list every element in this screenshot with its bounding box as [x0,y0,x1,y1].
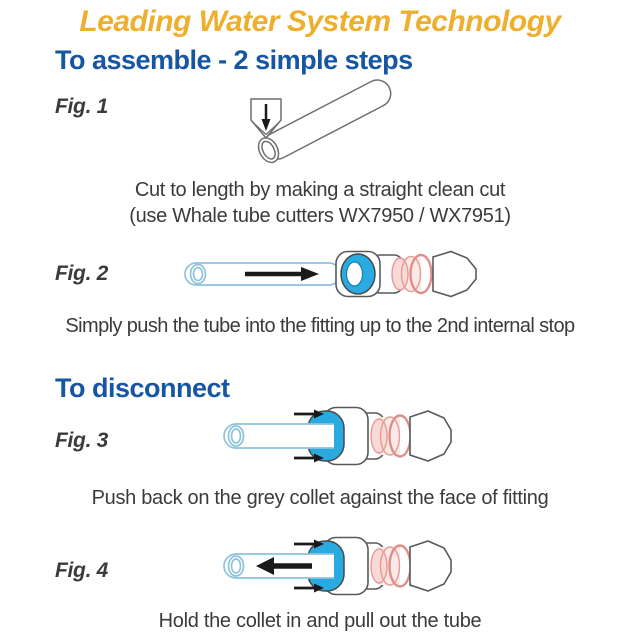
section-heading-disconnect: To disconnect [55,373,230,403]
section-heading-assemble: To assemble - 2 simple steps [55,45,413,75]
pull-tube-arrow-icon [256,557,312,575]
push-collet-arrows-icon [294,409,324,463]
fig3-caption: Push back on the grey collet against the… [91,487,549,509]
seal-rings-graphic [370,414,412,458]
fig1-label: Fig. 1 [55,95,109,118]
push-arrow-right-icon [245,267,319,281]
cutter-blade-icon [250,98,282,140]
push-collet-arrows-icon [294,539,324,593]
fig1-caption-line2: (use Whale tube cutters WX7950 / WX7951) [129,205,511,227]
seal-rings-graphic [391,253,433,295]
hex-nut-graphic [432,250,477,298]
fig2-illustration [184,250,477,298]
fig1-illustration [250,79,392,164]
fig4-label: Fig. 4 [55,559,109,582]
page-title: Leading Water System Technology [79,5,561,38]
fitting-graphic [335,250,477,298]
hex-nut-graphic [409,540,452,592]
fig3-label: Fig. 3 [55,429,109,452]
hex-nut-graphic [409,410,452,462]
fig2-caption: Simply push the tube into the fitting up… [65,315,575,337]
seal-rings-graphic [370,544,412,588]
collet-graphic [335,250,381,298]
fig2-label: Fig. 2 [55,262,109,285]
fig4-illustration [223,536,452,596]
cut-arrow-down-icon [261,119,271,131]
tube-graphic [223,423,334,449]
fig3-illustration [223,406,452,466]
tube-graphic [257,79,392,164]
fig4-caption: Hold the collet in and pull out the tube [158,610,482,632]
fig1-caption-line1: Cut to length by making a straight clean… [134,179,506,201]
